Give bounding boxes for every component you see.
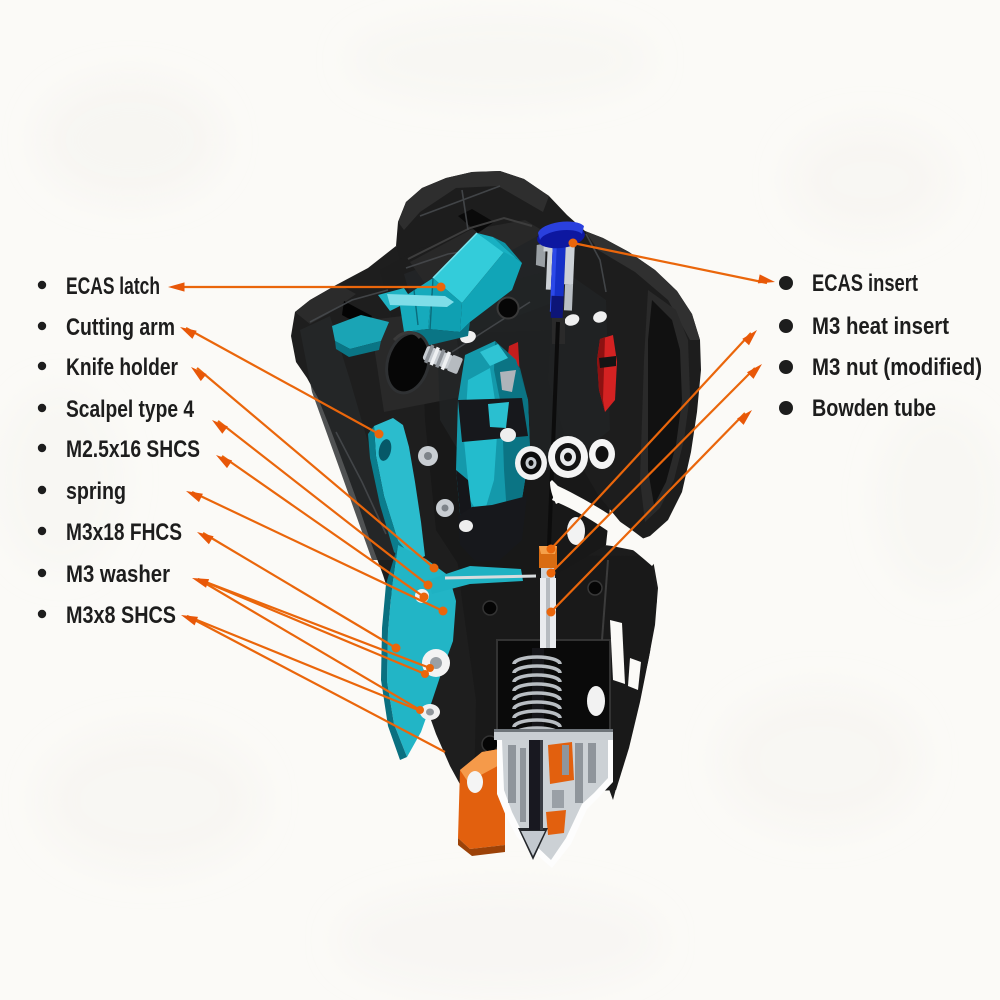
svg-text:ECAS insert: ECAS insert	[812, 270, 918, 297]
svg-text:M3 washer: M3 washer	[66, 561, 170, 588]
svg-text:M3x18 FHCS: M3x18 FHCS	[66, 519, 182, 546]
svg-text:ECAS latch: ECAS latch	[66, 273, 160, 300]
svg-text:spring: spring	[66, 478, 126, 505]
svg-text:M2.5x16 SHCS: M2.5x16 SHCS	[66, 436, 200, 463]
svg-text:Bowden tube: Bowden tube	[812, 395, 936, 422]
svg-text:M3 heat insert: M3 heat insert	[812, 313, 949, 340]
svg-text:M3x8 SHCS: M3x8 SHCS	[66, 602, 176, 629]
svg-text:Cutting arm: Cutting arm	[66, 314, 175, 341]
svg-text:Scalpel type 4: Scalpel type 4	[66, 396, 195, 423]
svg-text:M3 nut (modified): M3 nut (modified)	[812, 354, 982, 381]
svg-text:Knife holder: Knife holder	[66, 354, 178, 381]
